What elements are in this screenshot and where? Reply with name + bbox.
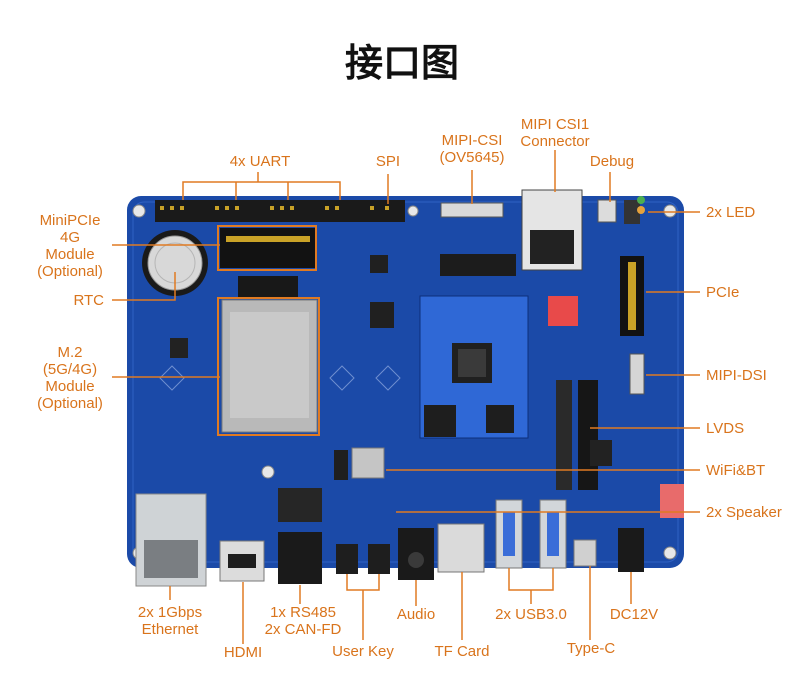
label-mipi-dsi: MIPI-DSI bbox=[706, 367, 767, 384]
minipcie-slot bbox=[220, 228, 316, 268]
label-mipi-csi: MIPI-CSI (OV5645) bbox=[432, 132, 512, 166]
label-audio: Audio bbox=[396, 606, 436, 623]
label-usb: 2x USB3.0 bbox=[495, 606, 567, 623]
label-minipcie-line4: (Optional) bbox=[37, 263, 103, 280]
label-lvds: LVDS bbox=[706, 420, 745, 437]
rtc-leader bbox=[112, 272, 176, 301]
label-mipi-csi1-line1: MIPI CSI1 bbox=[520, 116, 590, 133]
label-m2: M.2 (5G/4G) Module (Optional) bbox=[28, 344, 112, 412]
label-mipi-csi1: MIPI CSI1 Connector bbox=[510, 116, 600, 150]
mounting-hole bbox=[132, 204, 146, 218]
dc-jack bbox=[618, 528, 644, 572]
mounting-hole bbox=[663, 546, 677, 560]
label-speaker: 2x Speaker bbox=[706, 504, 782, 521]
wifi-bt-module bbox=[351, 447, 385, 479]
mipi-dsi-connector bbox=[629, 353, 645, 395]
label-uart: 4x UART bbox=[229, 153, 291, 170]
label-minipcie: MiniPCIe 4G Module (Optional) bbox=[28, 212, 112, 280]
type-c-port bbox=[573, 539, 597, 567]
label-spi: SPI bbox=[375, 153, 401, 170]
label-m2-line3: Module bbox=[45, 378, 95, 395]
dip-switch bbox=[548, 296, 578, 326]
usb-leader bbox=[508, 568, 554, 604]
page-title: 接口图 bbox=[344, 41, 459, 85]
tf-card-slot bbox=[437, 523, 485, 573]
label-led: 2x LED bbox=[706, 204, 756, 221]
label-mipi-csi1-line2: Connector bbox=[520, 133, 590, 150]
label-wifi-bt: WiFi&BT bbox=[706, 462, 766, 479]
label-minipcie-line3: Module bbox=[45, 246, 95, 263]
label-user-key: User Key bbox=[332, 643, 394, 660]
label-ethernet-line2: Ethernet bbox=[141, 621, 199, 638]
rs485-can-connector bbox=[278, 532, 322, 584]
led-component bbox=[624, 200, 640, 224]
label-dc: DC12V bbox=[609, 606, 659, 623]
label-ethernet: 2x 1Gbps Ethernet bbox=[120, 604, 220, 638]
label-ethernet-line1: 2x 1Gbps bbox=[137, 604, 203, 621]
label-pcie: PCIe bbox=[706, 284, 740, 301]
label-mipi-csi-line2: (OV5645) bbox=[439, 149, 505, 166]
mounting-hole bbox=[663, 204, 677, 218]
user-key bbox=[368, 544, 390, 574]
label-rtc: RTC bbox=[73, 292, 104, 309]
label-rs485-line2: 2x CAN-FD bbox=[264, 621, 342, 638]
label-type-c: Type-C bbox=[566, 640, 616, 657]
label-m2-line2: (5G/4G) bbox=[42, 361, 98, 378]
label-debug: Debug bbox=[589, 153, 635, 170]
label-tf-card: TF Card bbox=[434, 643, 490, 660]
user-key bbox=[336, 544, 358, 574]
label-m2-line4: (Optional) bbox=[37, 395, 103, 412]
label-m2-line1: M.2 bbox=[57, 344, 83, 361]
label-rs485: 1x RS485 2x CAN-FD bbox=[258, 604, 348, 638]
label-minipcie-line2: 4G bbox=[59, 229, 80, 246]
mipi-csi-connector bbox=[440, 202, 504, 218]
label-mipi-csi-line1: MIPI-CSI bbox=[441, 132, 503, 149]
lvds-header bbox=[578, 380, 598, 490]
m2-highlight bbox=[217, 297, 320, 436]
label-minipcie-line1: MiniPCIe bbox=[39, 212, 101, 229]
label-hdmi: HDMI bbox=[223, 644, 263, 661]
uart-header bbox=[155, 200, 405, 222]
user-key-leader bbox=[346, 574, 380, 640]
speaker-connector bbox=[660, 484, 684, 518]
minipcie-highlight bbox=[217, 225, 317, 271]
uart-leader bbox=[182, 172, 341, 200]
label-rs485-line1: 1x RS485 bbox=[270, 604, 336, 621]
debug-port bbox=[597, 199, 617, 223]
